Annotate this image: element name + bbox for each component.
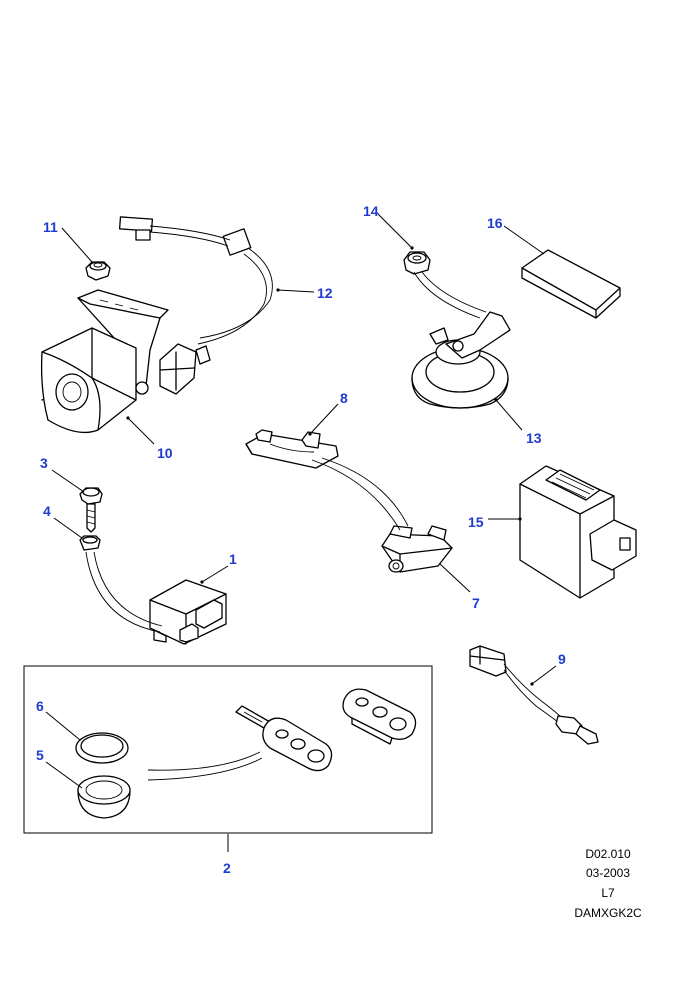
callout-4: 4 [43,503,51,519]
callout-10: 10 [157,445,173,461]
reference-catalogue: DAMXGK2C [574,906,642,920]
part-12-harness [118,216,273,395]
callout-3: 3 [40,455,48,471]
callout-6: 6 [36,698,44,714]
part-3-bolt [79,487,103,533]
part-7-sensor [381,525,453,573]
part-5-battery [77,775,131,819]
reference-level: L7 [601,886,615,900]
part-11-nut [85,261,111,281]
callout-15: 15 [468,514,484,530]
callout-8: 8 [340,390,348,406]
callout-2: 2 [223,860,231,876]
part-16-pad [521,249,621,319]
kit-2-frame [23,665,433,834]
reference-block: D02.010 03-2003 L7 DAMXGK2C [574,847,642,920]
part-10-siren [40,289,169,434]
callout-7: 7 [472,595,480,611]
reference-date: 03-2003 [586,866,630,880]
part-1-relay [149,579,227,645]
callout-13: 13 [526,430,542,446]
part-13-horn [411,311,511,409]
remote-fob [342,688,417,745]
part-6-o-ring [75,732,129,764]
callout-14: 14 [363,203,379,219]
callout-11: 11 [43,219,58,235]
callout-9: 9 [558,651,566,667]
callouts: 11 12 10 14 16 13 8 7 15 3 4 1 9 6 5 2 [36,203,566,876]
callout-5: 5 [36,747,44,763]
part-4-nut [79,535,101,551]
callout-1: 1 [229,551,237,567]
callout-12: 12 [317,285,333,301]
part-8-bracket [245,429,339,469]
reference-code: D02.010 [585,847,631,861]
part-9-sensor-lead [469,645,599,745]
part-14-nut [403,251,431,275]
leader-lines [45,213,557,852]
part-15-module [519,465,637,599]
key-fob [235,705,333,772]
callout-16: 16 [487,215,503,231]
